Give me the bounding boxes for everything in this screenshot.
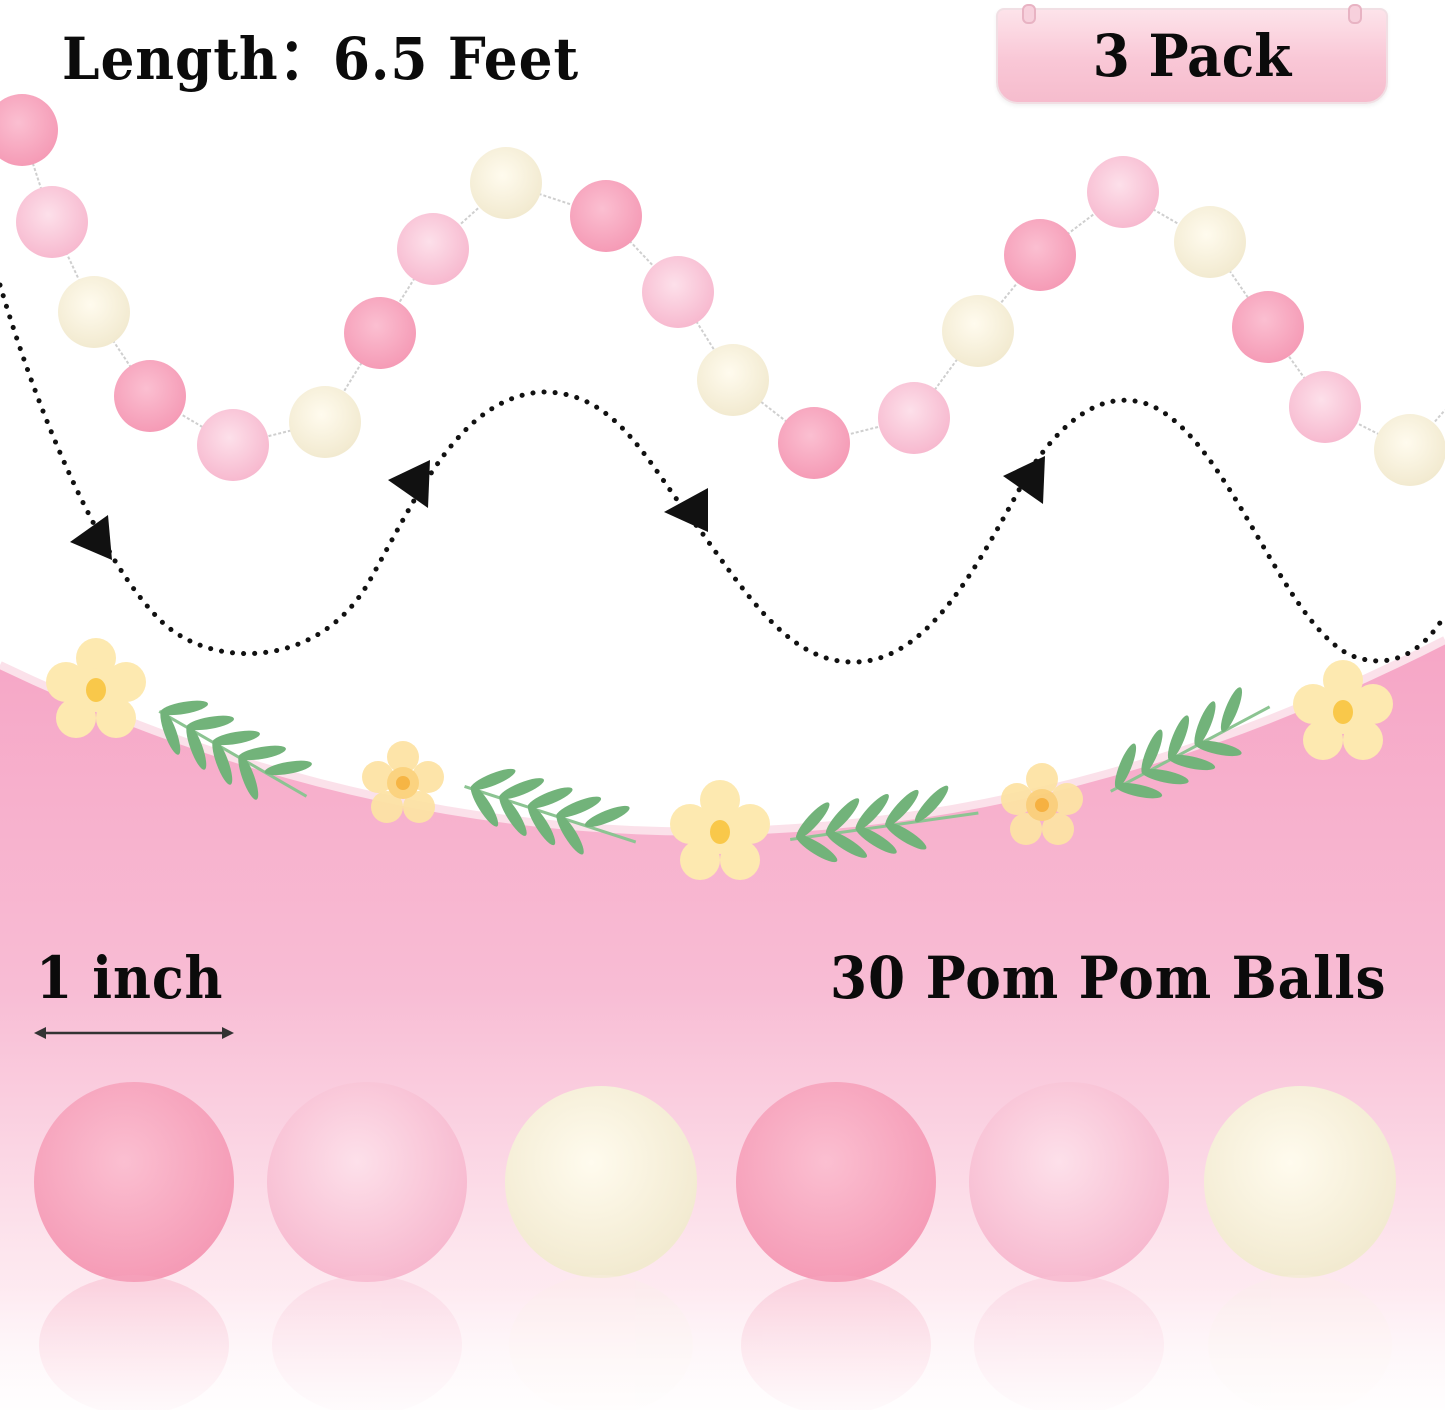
ball-size-label: 1 inch xyxy=(36,944,224,1012)
sample-balls xyxy=(34,1082,1396,1282)
length-label: Length：6.5 Feet xyxy=(62,25,580,93)
flower-icons xyxy=(46,638,1393,880)
measure-arrow-icon xyxy=(34,1027,234,1039)
leaf-vines xyxy=(158,687,1271,863)
pack-count-label: 3 Pack xyxy=(1092,22,1292,90)
garland-balls xyxy=(0,94,1445,486)
pack-badge: 3 Pack xyxy=(996,4,1388,104)
hanger-hook-icon xyxy=(1022,4,1036,24)
ball-count-label: 30 Pom Pom Balls xyxy=(830,944,1387,1012)
arrowhead-icons xyxy=(70,456,1045,560)
hanger-hook-icon xyxy=(1348,4,1362,24)
dotted-length-path xyxy=(0,282,1445,665)
